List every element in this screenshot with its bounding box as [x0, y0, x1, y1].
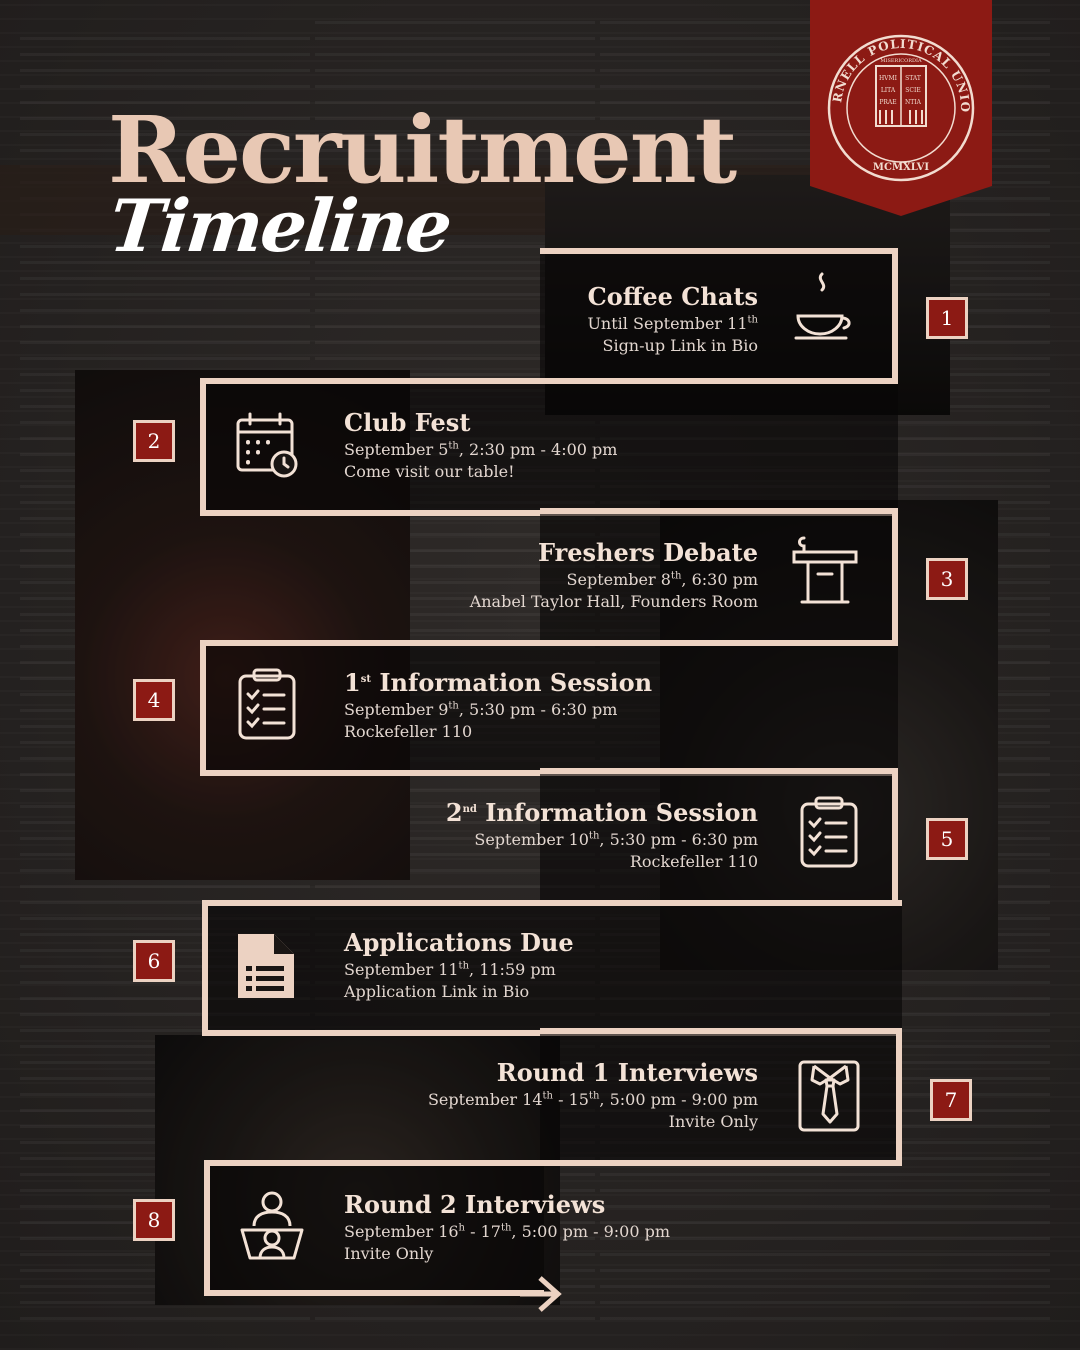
clipboard-checklist-icon — [232, 668, 304, 740]
svg-text:LITA: LITA — [881, 87, 896, 94]
logo-banner: CORNELL POLITICAL UNION MISERICORDIA HVM… — [810, 0, 992, 216]
event-card-3 — [540, 508, 898, 646]
event-title: Round 2 Interviews — [344, 1190, 606, 1219]
event-detail: Anabel Taylor Hall, Founders Room — [469, 592, 758, 612]
svg-text:STAT: STAT — [905, 75, 921, 82]
event-title: Coffee Chats — [587, 282, 758, 311]
event-text-1: Coffee Chats Until September 11th Sign-u… — [587, 282, 758, 358]
step-number-8: 8 — [133, 1199, 175, 1241]
seal-year: MCMXLVI — [873, 162, 929, 173]
step-number-6: 6 — [133, 940, 175, 982]
event-text-4: 1st Information Session September 9th, 5… — [344, 668, 653, 744]
event-text-5: 2nd Information Session September 10th, … — [445, 798, 758, 874]
event-text-6: Applications Due September 11th, 11:59 p… — [344, 928, 574, 1004]
event-date: September 11th, 11:59 pm — [344, 960, 556, 980]
seal-motto: MISERICORDIA — [880, 58, 922, 64]
page-title: Recruitment — [108, 96, 737, 204]
event-detail: Come visit our table! — [344, 462, 515, 482]
step-number-4: 4 — [133, 679, 175, 721]
event-detail: Invite Only — [344, 1244, 434, 1264]
clipboard-checklist-icon — [794, 796, 866, 868]
calendar-clock-icon — [232, 410, 304, 482]
podium-icon — [790, 534, 862, 606]
event-date: Until September 11th — [587, 314, 758, 334]
event-title: Round 1 Interviews — [496, 1058, 758, 1087]
event-card-7 — [540, 1028, 902, 1166]
step-number-5: 5 — [926, 818, 968, 860]
event-detail: Application Link in Bio — [344, 982, 530, 1002]
event-date: September 14th - 15th, 5:00 pm - 9:00 pm — [427, 1090, 758, 1110]
event-date: September 8th, 6:30 pm — [566, 570, 758, 590]
coffee-cup-icon — [788, 270, 860, 342]
svg-text:HVMI: HVMI — [879, 75, 898, 82]
shirt-tie-icon — [794, 1060, 866, 1132]
event-detail: Rockefeller 110 — [344, 722, 473, 742]
event-date: September 16h - 17th, 5:00 pm - 9:00 pm — [344, 1222, 671, 1242]
event-title: 2nd Information Session — [445, 798, 758, 827]
interview-people-icon — [236, 1190, 308, 1262]
event-card-2 — [200, 378, 898, 516]
event-text-3: Freshers Debate September 8th, 6:30 pm A… — [469, 538, 758, 614]
event-detail: Rockefeller 110 — [629, 852, 758, 872]
event-card-8 — [204, 1160, 544, 1296]
event-text-7: Round 1 Interviews September 14th - 15th… — [427, 1058, 758, 1134]
svg-text:PRAE: PRAE — [879, 99, 896, 106]
document-list-icon — [232, 930, 304, 1002]
step-number-7: 7 — [930, 1079, 972, 1121]
event-title: Club Fest — [344, 408, 471, 437]
step-number-1: 1 — [926, 297, 968, 339]
event-date: September 5th, 2:30 pm - 4:00 pm — [344, 440, 618, 460]
event-text-2: Club Fest September 5th, 2:30 pm - 4:00 … — [344, 408, 618, 484]
page-subtitle: Timeline — [105, 183, 455, 268]
step-number-3: 3 — [926, 558, 968, 600]
event-card-4 — [200, 640, 898, 776]
step-number-2: 2 — [133, 420, 175, 462]
svg-text:SCIE: SCIE — [905, 87, 920, 94]
event-date: September 9th, 5:30 pm - 6:30 pm — [344, 700, 618, 720]
event-detail: Sign-up Link in Bio — [602, 336, 758, 356]
arrow-right-icon — [520, 1276, 562, 1312]
event-title: 1st Information Session — [344, 668, 653, 697]
event-title: Freshers Debate — [537, 538, 758, 567]
event-date: September 10th, 5:30 pm - 6:30 pm — [474, 830, 758, 850]
svg-text:NTIA: NTIA — [905, 99, 922, 106]
event-text-8: Round 2 Interviews September 16h - 17th,… — [344, 1190, 671, 1266]
event-detail: Invite Only — [668, 1112, 758, 1132]
event-title: Applications Due — [344, 928, 574, 957]
